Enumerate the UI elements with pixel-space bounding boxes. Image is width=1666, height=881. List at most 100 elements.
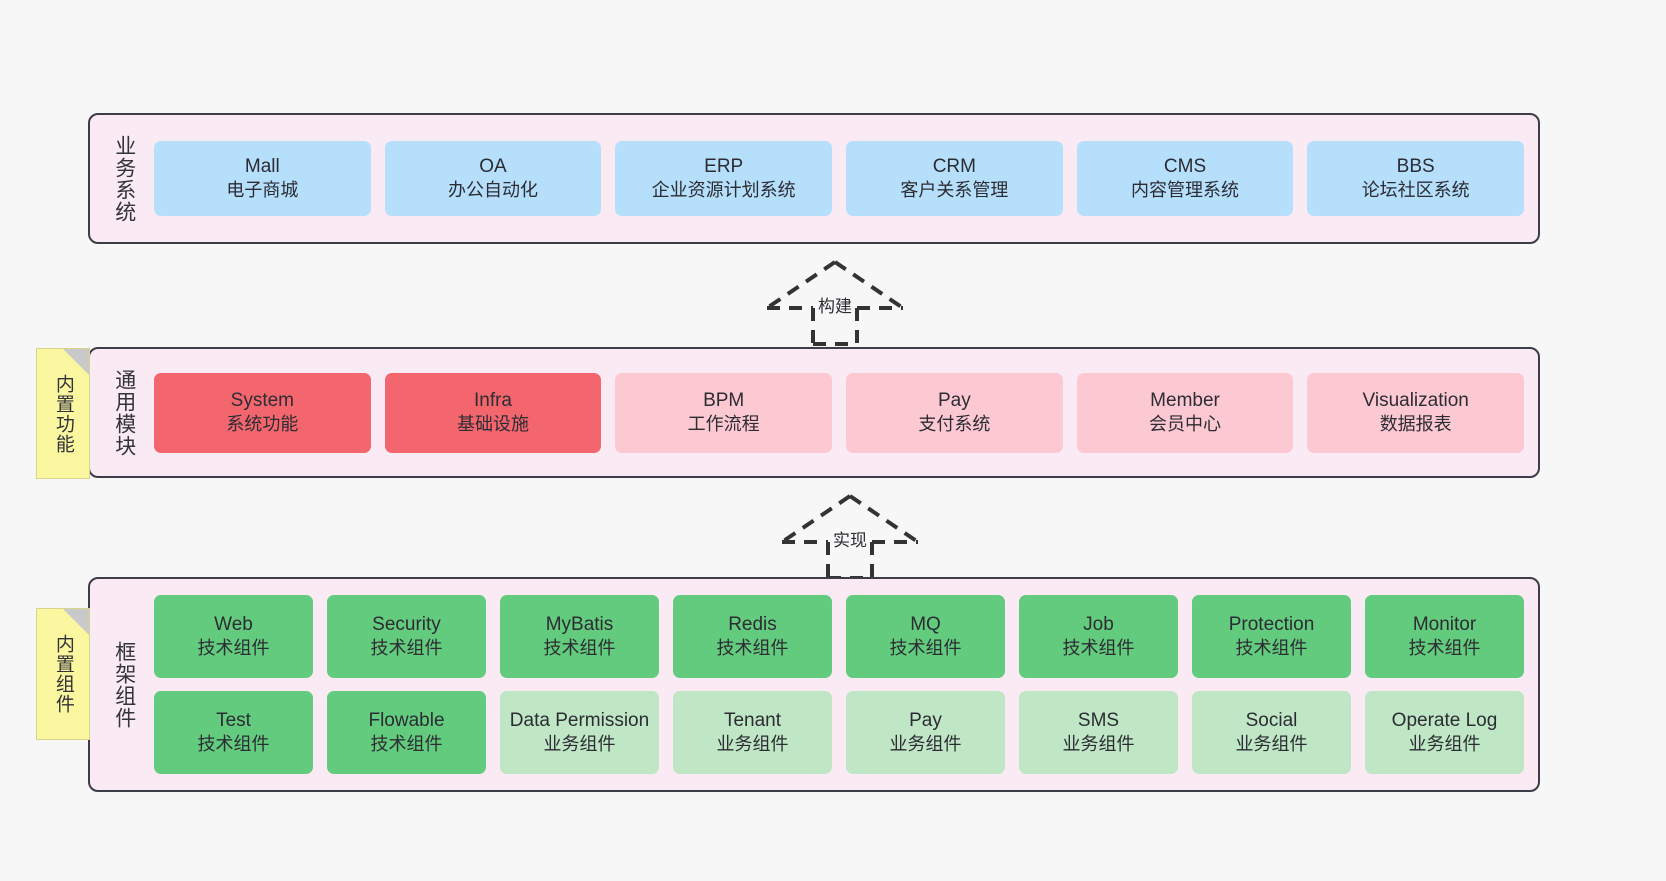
framework-business-row: Test 技术组件 Flowable 技术组件 Data Permission … — [154, 691, 1524, 774]
card-title: Visualization — [1362, 389, 1469, 411]
card-mybatis[interactable]: MyBatis 技术组件 — [500, 595, 659, 678]
card-subtitle: 技术组件 — [1062, 638, 1135, 659]
card-subtitle: 业务组件 — [1062, 734, 1135, 755]
card-subtitle: 技术组件 — [197, 638, 270, 659]
card-title: CRM — [932, 155, 976, 177]
card-system[interactable]: System 系统功能 — [154, 372, 371, 453]
card-subtitle: 电子商城 — [226, 180, 299, 201]
card-title: Job — [1083, 613, 1114, 635]
card-mall[interactable]: Mall 电子商城 — [154, 141, 371, 216]
card-title: Pay — [909, 709, 942, 731]
connector-build: 构建 — [745, 256, 925, 346]
card-subtitle: 技术组件 — [716, 638, 789, 659]
framework-components-card-grid: Web 技术组件 Security 技术组件 MyBatis 技术组件 Redi… — [146, 579, 1538, 790]
card-subtitle: 业务组件 — [543, 734, 616, 755]
card-subtitle: 办公自动化 — [448, 180, 538, 201]
card-subtitle: 业务组件 — [1408, 734, 1481, 755]
card-cms[interactable]: CMS 内容管理系统 — [1076, 141, 1294, 216]
card-operate-log[interactable]: Operate Log 业务组件 — [1365, 691, 1524, 774]
card-title: BPM — [703, 389, 745, 411]
card-mq[interactable]: MQ 技术组件 — [846, 595, 1005, 678]
card-title: Pay — [937, 389, 971, 411]
card-job[interactable]: Job 技术组件 — [1019, 595, 1178, 678]
card-monitor[interactable]: Monitor 技术组件 — [1365, 595, 1524, 678]
card-subtitle: 业务组件 — [889, 734, 962, 755]
card-title: Operate Log — [1391, 709, 1498, 731]
card-title: BBS — [1396, 155, 1435, 177]
card-infra[interactable]: Infra 基础设施 — [384, 372, 602, 453]
card-subtitle: 数据报表 — [1379, 414, 1452, 435]
card-data-permission[interactable]: Data Permission 业务组件 — [500, 691, 659, 774]
card-erp[interactable]: ERP 企业资源计划系统 — [615, 141, 833, 216]
card-subtitle: 系统功能 — [226, 414, 299, 435]
card-social[interactable]: Social 业务组件 — [1192, 691, 1351, 774]
card-tenant[interactable]: Tenant 业务组件 — [673, 691, 832, 774]
card-bpm[interactable]: BPM 工作流程 — [615, 372, 833, 453]
card-subtitle: 技术组件 — [1408, 638, 1481, 659]
card-redis[interactable]: Redis 技术组件 — [673, 595, 832, 678]
card-title: Data Permission — [509, 709, 650, 731]
card-title: CMS — [1163, 155, 1207, 177]
layer-business-systems: 业务系统 Mall 电子商城 OA 办公自动化 ERP 企业资源计划系统 CRM… — [88, 113, 1540, 244]
card-title: OA — [479, 155, 507, 177]
card-flowable[interactable]: Flowable 技术组件 — [327, 691, 486, 774]
layer-title-business-systems: 业务系统 — [112, 134, 136, 223]
card-oa[interactable]: OA 办公自动化 — [384, 141, 602, 216]
dashed-up-arrow-icon — [765, 260, 905, 346]
card-title: Security — [372, 613, 441, 635]
card-member[interactable]: Member 会员中心 — [1076, 372, 1294, 453]
card-security[interactable]: Security 技术组件 — [327, 595, 486, 678]
card-sms[interactable]: SMS 业务组件 — [1019, 691, 1178, 774]
note-fold-icon — [63, 349, 89, 375]
card-pay-component[interactable]: Pay 业务组件 — [846, 691, 1005, 774]
card-subtitle: 会员中心 — [1149, 414, 1222, 435]
card-title: Test — [216, 709, 251, 731]
layer-framework-components: 框架组件 Web 技术组件 Security 技术组件 MyBatis 技术组件… — [88, 577, 1540, 792]
card-title: Monitor — [1412, 613, 1477, 635]
card-subtitle: 支付系统 — [918, 414, 991, 435]
card-title: Redis — [728, 613, 777, 635]
card-subtitle: 论坛社区系统 — [1361, 180, 1470, 201]
card-subtitle: 基础设施 — [457, 414, 529, 435]
connector-label-implement: 实现 — [833, 531, 867, 550]
business-systems-card-list: Mall 电子商城 OA 办公自动化 ERP 企业资源计划系统 CRM 客户关系… — [146, 115, 1538, 242]
card-title: Social — [1245, 709, 1298, 731]
card-crm[interactable]: CRM 客户关系管理 — [846, 141, 1063, 216]
card-title: Tenant — [723, 709, 782, 731]
layer-common-modules: 通用模块 System 系统功能 Infra 基础设施 BPM 工作流程 Pay… — [88, 347, 1540, 478]
card-subtitle: 业务组件 — [1235, 734, 1308, 755]
layer-title-framework-components: 框架组件 — [112, 640, 136, 729]
note-fold-icon — [63, 609, 89, 635]
card-title: Member — [1150, 389, 1220, 411]
card-subtitle: 业务组件 — [716, 734, 789, 755]
card-title: Flowable — [368, 709, 445, 731]
card-subtitle: 技术组件 — [543, 638, 616, 659]
card-subtitle: 客户关系管理 — [900, 180, 1009, 201]
card-web[interactable]: Web 技术组件 — [154, 595, 313, 678]
card-pay-module[interactable]: Pay 支付系统 — [846, 372, 1063, 453]
card-visualization[interactable]: Visualization 数据报表 — [1307, 372, 1525, 453]
card-test[interactable]: Test 技术组件 — [154, 691, 313, 774]
card-title: MyBatis — [545, 613, 614, 635]
card-subtitle: 技术组件 — [1235, 638, 1308, 659]
card-subtitle: 技术组件 — [370, 734, 443, 755]
card-title: MQ — [910, 613, 941, 635]
card-title: Infra — [473, 389, 513, 411]
card-title: System — [230, 389, 295, 411]
card-subtitle: 技术组件 — [370, 638, 443, 659]
card-bbs[interactable]: BBS 论坛社区系统 — [1307, 141, 1525, 216]
card-protection[interactable]: Protection 技术组件 — [1192, 595, 1351, 678]
common-modules-card-list: System 系统功能 Infra 基础设施 BPM 工作流程 Pay 支付系统… — [146, 349, 1538, 476]
card-title: SMS — [1077, 709, 1120, 731]
connector-implement: 实现 — [760, 490, 940, 580]
card-subtitle: 企业资源计划系统 — [651, 180, 796, 201]
card-subtitle: 技术组件 — [197, 734, 270, 755]
note-label: 内置组件 — [52, 634, 74, 714]
card-title: Protection — [1228, 613, 1315, 635]
card-title: ERP — [704, 155, 744, 177]
card-subtitle: 技术组件 — [889, 638, 962, 659]
card-title: Mall — [244, 155, 280, 177]
note-builtin-component: 内置组件 — [36, 608, 90, 740]
framework-tech-row: Web 技术组件 Security 技术组件 MyBatis 技术组件 Redi… — [154, 595, 1524, 678]
